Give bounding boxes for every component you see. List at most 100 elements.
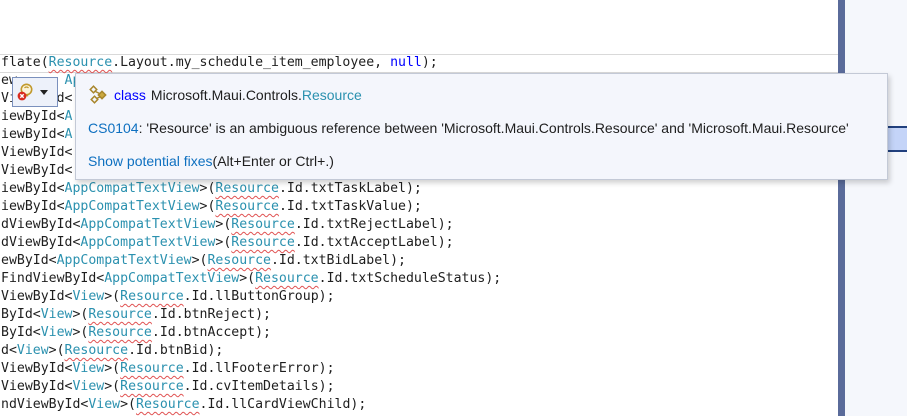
code-segment: >(	[215, 235, 232, 250]
code-segment: >(	[199, 181, 216, 196]
code-segment: dViewById<	[1, 235, 81, 250]
code-editor[interactable]: flate( Resource .Layout.my_schedule_item_e…	[0, 0, 845, 416]
code-segment: iewById<	[1, 127, 65, 142]
code-segment: >(	[215, 217, 232, 232]
code-line[interactable]: ndViewById<View>(Resource.Id.llCardViewC…	[1, 396, 366, 414]
code-segment: ViewById<	[1, 163, 73, 178]
code-segment: View	[72, 289, 105, 304]
code-segment: AppCompatTextView	[80, 235, 216, 250]
code-segment: iewById<	[1, 199, 65, 214]
code-segment: dViewById<	[1, 217, 81, 232]
code-segment: Resource	[88, 325, 152, 340]
code-segment: View	[88, 397, 121, 412]
tooltip-signature-row: class Microsoft.Maui.Controls. Resource	[88, 85, 877, 105]
signature-namespace: Microsoft.Maui.Controls.	[150, 87, 302, 103]
code-segment: Resource	[120, 379, 184, 394]
code-segment: ViewById<	[1, 145, 73, 160]
code-segment: Resource	[207, 253, 271, 268]
code-segment: d<	[1, 343, 17, 358]
code-segment: Resource	[136, 397, 200, 412]
code-segment: Resource	[64, 343, 129, 358]
code-segment: View	[72, 379, 105, 394]
code-segment: >(	[104, 289, 121, 304]
fixes-shortcut-hint: (Alt+Enter or Ctrl+.)	[212, 153, 334, 169]
quick-actions-button[interactable]	[12, 77, 58, 107]
code-segment: iewById<	[1, 181, 65, 196]
code-line[interactable]: dViewById<AppCompatTextView>(Resource.Id…	[1, 234, 454, 252]
code-line[interactable]: ById<View>(Resource.Id.btnReject);	[1, 306, 271, 324]
code-segment: .Id.cvItemDetails);	[183, 379, 335, 394]
code-line[interactable]: iewById<A	[1, 108, 72, 126]
code-segment: .Id.txtRejectLabel);	[294, 217, 454, 232]
code-segment: .Id.txtBidLabel);	[270, 253, 406, 268]
code-segment: View	[40, 325, 73, 340]
code-segment: .Id.llFooterError);	[183, 361, 335, 376]
code-segment: ViewById<	[1, 289, 73, 304]
error-message: : 'Resource' is an ambiguous reference b…	[138, 120, 849, 136]
code-line[interactable]: d<View>(Resource.Id.btnBid);	[1, 342, 223, 360]
code-line[interactable]: ViewById<View>(Resource.Id.llFooterError…	[1, 360, 335, 378]
code-line[interactable]: ViewById<	[1, 144, 72, 162]
code-segment: >(	[72, 307, 89, 322]
code-segment: .Id.llCardViewChild);	[199, 397, 367, 412]
code-segment: .Id.btnReject);	[151, 307, 271, 322]
code-line[interactable]: ViewById<View>(Resource.Id.llButtonGroup…	[1, 288, 335, 306]
code-segment: View	[72, 361, 105, 376]
tooltip-error-row: CS0104 : 'Resource' is an ambiguous refe…	[88, 118, 877, 138]
code-segment: Resource	[255, 271, 319, 286]
editor-splitter-bar[interactable]	[838, 0, 845, 416]
code-segment: .Id.llButtonGroup);	[183, 289, 335, 304]
code-segment: ViewById<	[1, 361, 73, 376]
lightbulb-error-icon	[16, 82, 36, 102]
code-segment: .Id.txtScheduleStatus);	[318, 271, 502, 286]
code-segment: >(	[72, 325, 89, 340]
code-segment: null	[390, 55, 422, 70]
code-line[interactable]: iewById<A	[1, 126, 72, 144]
code-line[interactable]: iewById<AppCompatTextView>(Resource.Id.t…	[1, 180, 422, 198]
code-segment: Resource	[231, 217, 295, 232]
code-segment: A	[64, 127, 73, 142]
signature-keyword: class	[114, 87, 146, 103]
code-line[interactable]: ViewById<View>(Resource.Id.cvItemDetails…	[1, 378, 335, 396]
show-potential-fixes-link[interactable]: Show potential fixes	[88, 153, 213, 169]
code-line[interactable]: ewById<AppCompatTextView>(Resource.Id.tx…	[1, 252, 406, 270]
code-segment: .Id.txtTaskValue);	[278, 199, 422, 214]
code-segment: AppCompatTextView	[56, 253, 192, 268]
code-segment: >(	[104, 379, 121, 394]
current-line-highlight	[0, 54, 838, 73]
class-icon	[88, 85, 108, 105]
code-line[interactable]: ViewById<	[1, 162, 72, 180]
right-side-panel	[845, 0, 907, 416]
code-segment: >(	[104, 361, 121, 376]
code-segment: ById<	[1, 325, 41, 340]
code-line[interactable]: flate(Resource.Layout.my_schedule_item_e…	[1, 54, 438, 72]
signature-class-name: Resource	[301, 87, 362, 103]
code-segment: .Layout.my_schedule_item_employee,	[112, 55, 391, 70]
error-code-link[interactable]: CS0104	[88, 120, 139, 136]
code-line[interactable]: ById<View>(Resource.Id.btnAccept);	[1, 324, 271, 342]
code-segment: Resource	[215, 181, 279, 196]
code-segment: );	[421, 55, 438, 70]
code-segment: View	[40, 307, 73, 322]
code-segment: ById<	[1, 307, 41, 322]
error-tooltip: class Microsoft.Maui.Controls. Resource …	[75, 73, 888, 180]
code-segment: >(	[120, 397, 136, 412]
dropdown-arrow-icon	[40, 89, 48, 95]
code-line[interactable]: FindViewById<AppCompatTextView>(Resource…	[1, 270, 501, 288]
code-line[interactable]: dViewById<AppCompatTextView>(Resource.Id…	[1, 216, 454, 234]
code-segment: Resource	[120, 289, 184, 304]
code-segment: A	[64, 109, 73, 124]
code-segment: >(	[48, 343, 65, 358]
code-segment: iewById<	[1, 109, 65, 124]
code-segment: Resource	[231, 235, 295, 250]
code-segment: Resource	[88, 307, 152, 322]
code-segment: AppCompatTextView	[64, 181, 200, 196]
code-line[interactable]: iewById<AppCompatTextView>(Resource.Id.t…	[1, 198, 422, 216]
code-segment: FindViewById<	[1, 271, 105, 286]
code-segment: >(	[191, 253, 208, 268]
code-segment: .Id.btnBid);	[128, 343, 224, 358]
code-segment: flate(	[1, 55, 49, 70]
code-segment: .Id.btnAccept);	[151, 325, 271, 340]
tooltip-fixes-row: Show potential fixes (Alt+Enter or Ctrl+…	[88, 151, 877, 171]
